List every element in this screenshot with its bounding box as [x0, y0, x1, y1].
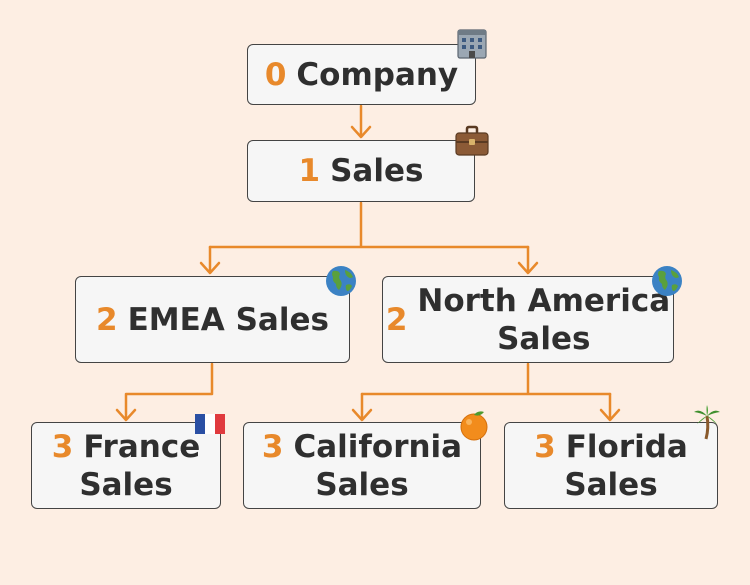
node-label: California Sales — [293, 428, 463, 503]
france-flag-icon — [195, 414, 225, 434]
briefcase-icon — [455, 125, 489, 156]
globe-icon — [326, 266, 356, 296]
level-number: 1 — [298, 153, 321, 189]
globe-icon — [652, 266, 682, 296]
edge-emea-france-arrow — [115, 408, 137, 422]
edge-na-split — [360, 362, 612, 396]
edge-na-florida-arrow — [599, 408, 621, 422]
level-number: 3 — [261, 428, 284, 465]
node-label: Florida Sales — [564, 428, 688, 503]
edge-company-sales-arrow — [350, 125, 372, 139]
node-label: Company — [296, 56, 459, 93]
edge-sales-emea-arrow — [199, 261, 221, 275]
edge-emea-france — [124, 362, 214, 421]
orange-icon — [460, 411, 488, 441]
level-number: 3 — [534, 428, 556, 465]
edge-sales-split — [208, 201, 530, 249]
node-label: EMEA Sales — [127, 301, 329, 338]
level-number: 0 — [264, 56, 287, 93]
palm-tree-icon — [694, 405, 720, 440]
node-label: France Sales — [79, 428, 201, 503]
level-number: 2 — [96, 301, 118, 338]
level-number: 2 — [385, 301, 408, 338]
level-number: 3 — [51, 428, 74, 465]
office-building-icon — [457, 29, 487, 59]
node-label: Sales — [330, 153, 424, 189]
node-label: North America Sales — [417, 282, 671, 357]
edge-na-california-arrow — [351, 408, 373, 422]
edge-sales-north-america-arrow — [517, 261, 539, 275]
